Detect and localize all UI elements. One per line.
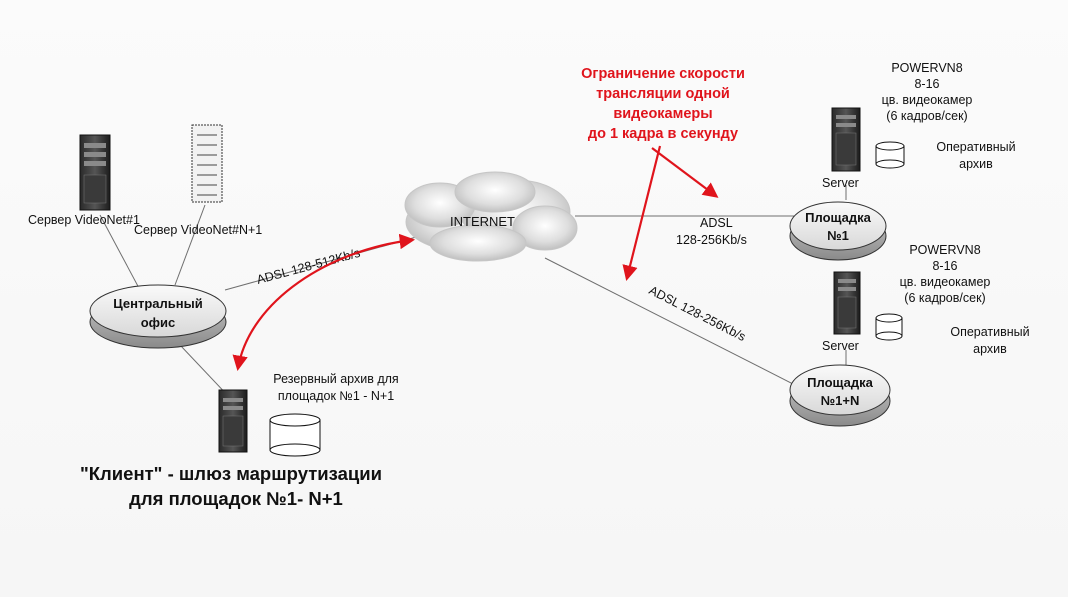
server-rack-icon: [191, 124, 223, 203]
reserve-line2: площадок №1 - N+1: [278, 389, 394, 403]
site1-archive-2: архив: [959, 157, 993, 171]
link-videonet1-central: [99, 214, 141, 291]
site1-powervn-1: POWERVN8: [891, 61, 962, 75]
server-videonetN: Сервер VideoNet#N+1: [134, 124, 262, 237]
site1-line2: №1: [827, 228, 849, 243]
link-videonetN-central: [174, 204, 206, 286]
siteN-archive-1: Оперативный: [950, 325, 1029, 339]
speed-note-line1: Ограничение скорости: [581, 66, 745, 82]
central-office-line2: офис: [141, 315, 176, 330]
site1-powervn-3: цв. видеокамер: [882, 93, 973, 107]
site1-group: Server Площадка №1 POWERVN8 8-16 цв. вид…: [789, 61, 1016, 261]
siteN-node: Площадка №1+N: [789, 364, 891, 427]
client-server-icon: [218, 389, 248, 453]
internet-label: INTERNET: [450, 214, 515, 229]
arrow-central-internet: [232, 233, 416, 372]
arrow-to-siteN: [622, 145, 662, 281]
red-arrows: [232, 145, 719, 372]
speed-note-line2: трансляции одной: [596, 86, 730, 102]
siteN-powervn-1: POWERVN8: [909, 243, 980, 257]
site1-archive-icon: [875, 141, 905, 169]
central-office-node: Центральный офис: [89, 284, 227, 349]
siteN-group: Server Площадка №1+N POWERVN8 8-16 цв. в…: [789, 243, 1030, 427]
client-line1: "Клиент" - шлюз маршрутизации: [80, 463, 382, 484]
speed-note-line4: до 1 кадра в секунду: [588, 126, 738, 142]
server-videonetN-label: Сервер VideoNet#N+1: [134, 223, 262, 237]
site1-node: Площадка №1: [789, 201, 887, 261]
site1-server-icon: [831, 107, 861, 172]
siteN-server-icon: [833, 271, 861, 335]
client-line2: для площадок №1- N+1: [129, 488, 343, 509]
link-site1-label-1: ADSL: [700, 216, 733, 230]
cloud-icon: [404, 171, 578, 262]
site1-line1: Площадка: [805, 210, 871, 225]
siteN-server-label: Server: [822, 339, 859, 353]
siteN-archive-icon: [875, 313, 903, 341]
internet-node: INTERNET: [404, 171, 578, 262]
siteN-archive-2: архив: [973, 342, 1007, 356]
siteN-line2: №1+N: [821, 393, 860, 408]
client-gateway-group: Резервный архив для площадок №1 - N+1 "К…: [80, 372, 399, 509]
link-central-label: ADSL 128-512Kb/s: [255, 246, 362, 287]
server-tower-icon: [79, 134, 111, 211]
link-internet-siteN: [544, 257, 796, 386]
central-office-line1: Центральный: [113, 296, 202, 311]
site1-server-label: Server: [822, 176, 859, 190]
siteN-line1: Площадка: [807, 375, 873, 390]
site1-powervn-2: 8-16: [914, 77, 939, 91]
server-videonet1: Сервер VideoNet#1: [28, 134, 140, 227]
speed-note-line3: видеокамеры: [613, 106, 712, 122]
siteN-powervn-3: цв. видеокамер: [900, 275, 991, 289]
link-site1-label-2: 128-256Kb/s: [676, 233, 747, 247]
site1-powervn-4: (6 кадров/сек): [886, 109, 967, 123]
reserve-line1: Резервный архив для: [273, 372, 398, 386]
arrow-to-site1: [651, 147, 719, 198]
reserve-archive-icon: [269, 413, 321, 457]
server-videonet1-label: Сервер VideoNet#1: [28, 213, 140, 227]
siteN-powervn-4: (6 кадров/сек): [904, 291, 985, 305]
siteN-powervn-2: 8-16: [932, 259, 957, 273]
speed-limit-note: Ограничение скорости трансляции одной ви…: [581, 66, 745, 142]
site1-archive-1: Оперативный: [936, 140, 1015, 154]
